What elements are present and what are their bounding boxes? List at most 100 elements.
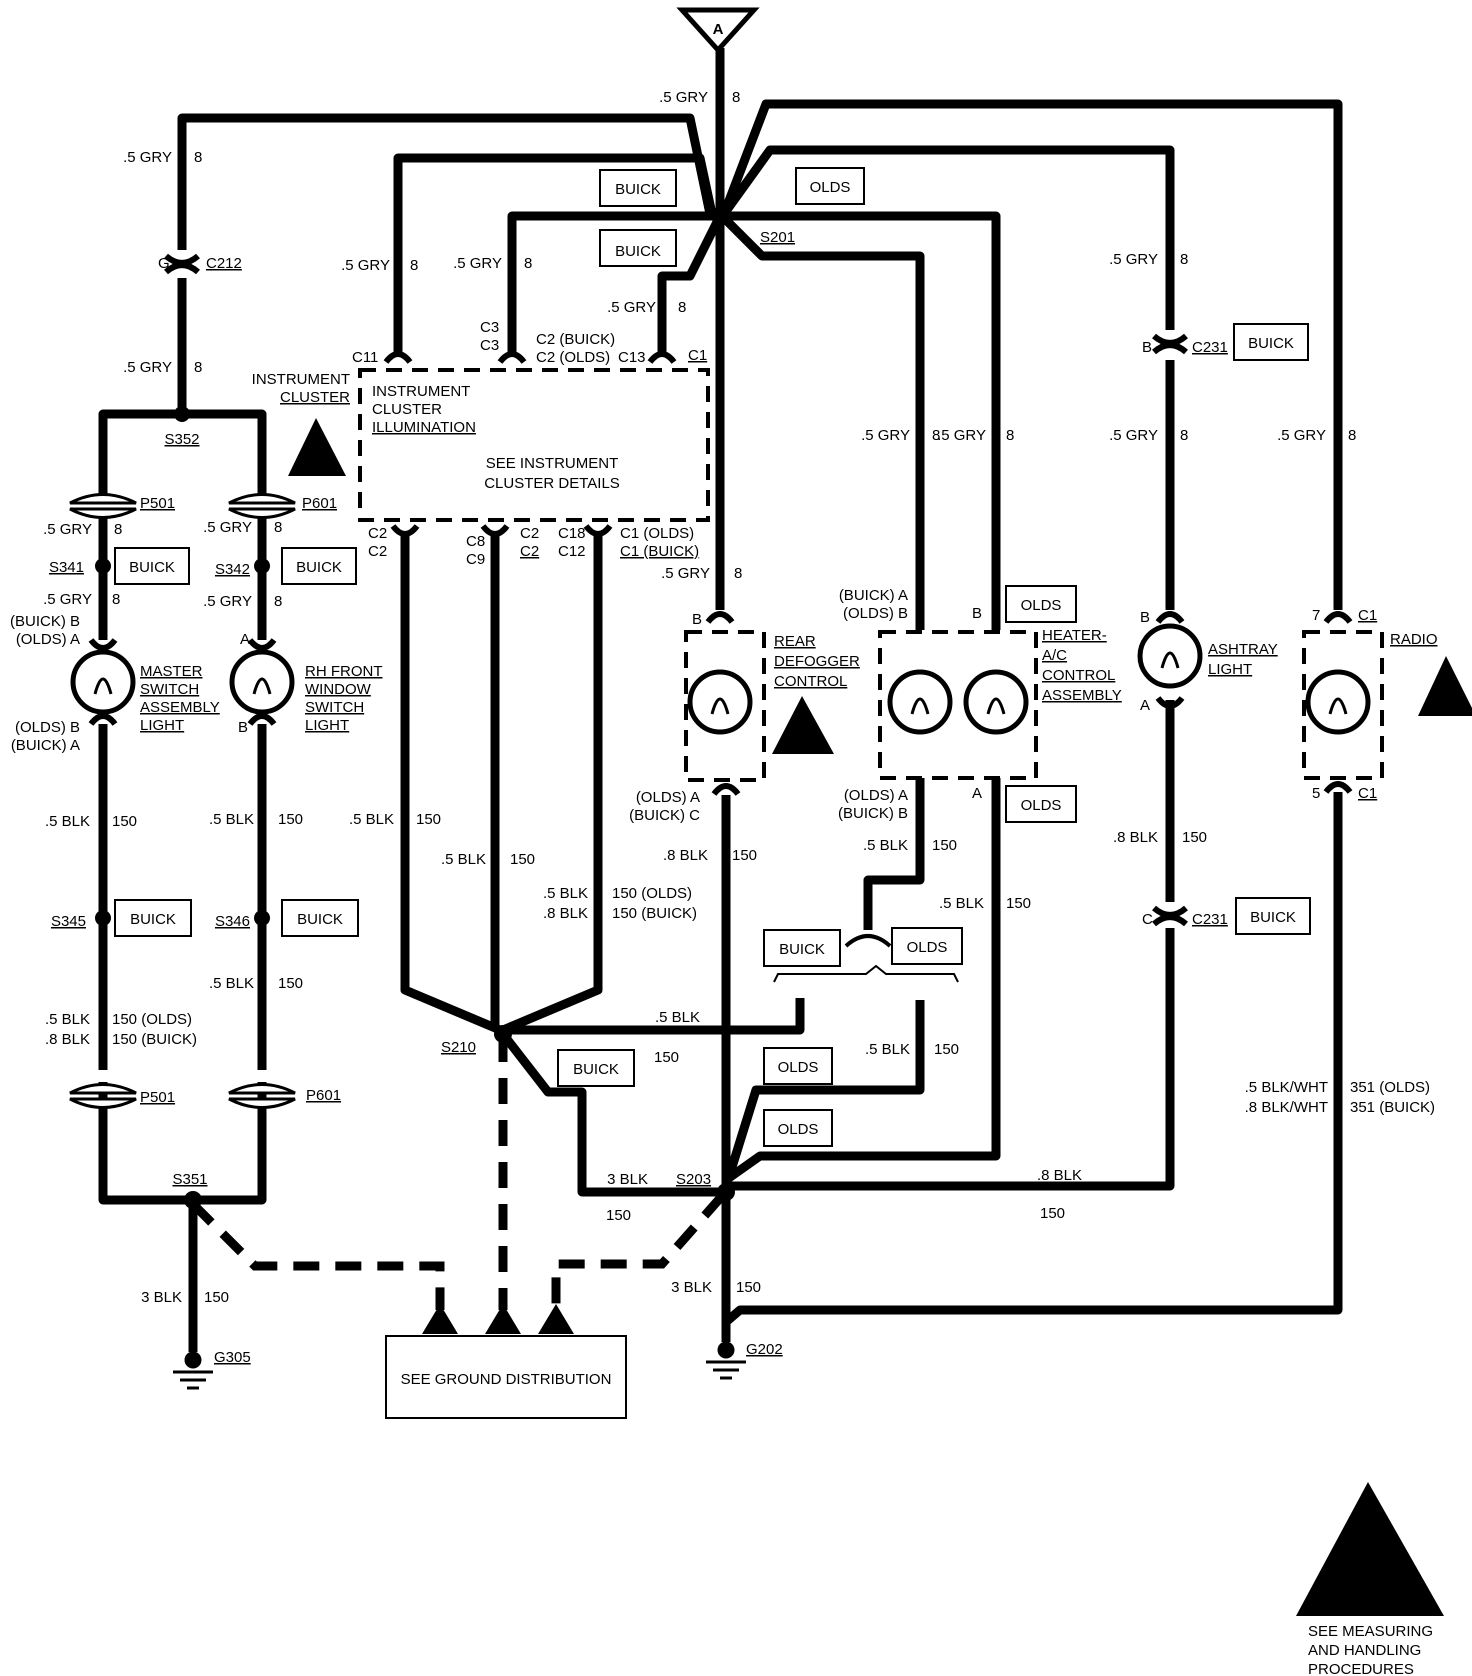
lbl-ci-2: CLUSTER [372, 401, 442, 418]
dashed-ground-paths [189, 1036, 726, 1334]
node-s203 [717, 1183, 735, 1201]
lbl-blk3-g305: 3 BLK [141, 1289, 182, 1306]
olds-box-heater-top: OLDS [1021, 597, 1062, 614]
lbl-ms-3: ASSEMBLY [140, 699, 220, 716]
lbl-150-rear: 150 [732, 847, 757, 864]
lbl-351-buick: 351 (BUICK) [1350, 1099, 1435, 1116]
buick-box-s342: BUICK [296, 559, 342, 576]
lbl-8-ashtray: 8 [1180, 427, 1188, 444]
esd-cluster-icon [288, 418, 346, 476]
dash-s203 [551, 1193, 726, 1310]
lbl-8-s342: 8 [274, 593, 282, 610]
lbl-gry-ashtray: .5 GRY [1109, 427, 1158, 444]
lbl-heater-top-buick: (BUICK) A [839, 587, 908, 604]
lbl-150-c8: 150 [510, 851, 535, 868]
lbl-8-s341: 8 [112, 591, 120, 608]
lbl-8-c231: 8 [1180, 251, 1188, 268]
connectors [88, 253, 1353, 927]
lbl-gry-left: .5 GRY [123, 149, 172, 166]
olds-box-1: OLDS [810, 179, 851, 196]
labels: .5 GRY 8 .5 GRY 8 G C212 .5 GRY 8 S352 .… [10, 89, 1438, 1676]
arrow-2 [485, 1304, 521, 1334]
lbl-rh-4: LIGHT [305, 717, 349, 734]
buick-box-ground-choice: BUICK [779, 941, 825, 958]
bulb-ashtray-icon [1137, 623, 1203, 689]
lbl-radio-c1-top: C1 [1358, 607, 1377, 624]
lbl-blk-s210: .5 BLK [655, 1009, 700, 1026]
node-s352 [174, 406, 190, 422]
wire-heater-gnd-b [723, 778, 1001, 1184]
lbl-rear-bot-olds: (OLDS) A [636, 789, 700, 806]
wires [98, 48, 1343, 1352]
lbl-cd-2: CLUSTER DETAILS [484, 475, 620, 492]
lbl-p601-bot: P601 [306, 1087, 341, 1104]
lbl-blkwht5: .5 BLK/WHT [1245, 1079, 1328, 1096]
lbl-rd-1: REAR [774, 633, 816, 650]
lbl-150-olds-gnd: 150 [934, 1041, 959, 1058]
lbl-rh-top: A [240, 631, 250, 648]
lbl-c212-pin: G [158, 255, 170, 272]
lbl-rd-3: CONTROL [774, 673, 847, 690]
lbl-150-buick-s345: 150 (BUICK) [112, 1031, 197, 1048]
bulb-rh-icon [229, 649, 295, 715]
buick-box-s210: BUICK [573, 1061, 619, 1078]
lbl-ashtray-top: B [1140, 609, 1150, 626]
lbl-blkwht8: .8 BLK/WHT [1245, 1099, 1328, 1116]
node-s345 [95, 910, 111, 926]
lbl-c11: C11 [352, 349, 378, 366]
ground-distribution-box [385, 1335, 627, 1419]
lbl-at-2: LIGHT [1208, 661, 1252, 678]
lbl-150-c2: 150 [416, 811, 441, 828]
wire-s352-branches [98, 409, 267, 500]
lbl-8-c13: 8 [678, 299, 686, 316]
lbl-gry-c212: .5 GRY [123, 359, 172, 376]
buick-box-s346: BUICK [297, 911, 343, 928]
ground-symbols [173, 1341, 746, 1390]
buick-box-2: BUICK [615, 243, 661, 260]
ground-distribution-label: SEE GROUND DISTRIBUTION [401, 1371, 612, 1388]
passthrough-connectors [69, 493, 296, 1109]
lbl-ha-4: ASSEMBLY [1042, 687, 1122, 704]
lbl-ci-1: INSTRUMENT [372, 383, 470, 400]
buick-box-c231-top: BUICK [1248, 335, 1294, 352]
wire-to-c3 [507, 211, 716, 352]
lbl-c1-olds: C1 (OLDS) [620, 525, 694, 542]
option-boxes: BUICK BUICK OLDS BUICK BUICK BUICK BUICK… [114, 167, 1311, 1147]
wire-s210-buick [503, 998, 805, 1035]
wire-heater-b [728, 211, 1001, 630]
lbl-8-p501: 8 [114, 521, 122, 538]
esd-rear-icon [772, 696, 834, 754]
lbl-ci-3: ILLUMINATION [372, 419, 476, 436]
lbl-150-heater-b: 150 [1006, 895, 1031, 912]
bulb-master-icon [70, 649, 136, 715]
lbl-c13: C13 [618, 349, 646, 366]
lbl-at-1: ASHTRAY [1208, 641, 1278, 658]
lbl-gry-c3: .5 GRY [453, 255, 502, 272]
bulb-heater-a-icon [887, 669, 953, 735]
lbl-gry-heater-b: .5 GRY [937, 427, 986, 444]
splice-nodes [95, 207, 735, 1209]
lbl-ms-4: LIGHT [140, 717, 184, 734]
lbl-master-bot-buick: (BUICK) A [11, 737, 80, 754]
lbl-rh-3: SWITCH [305, 699, 364, 716]
esd-radio-icon [1418, 656, 1472, 716]
lbl-gry-s341: .5 GRY [43, 591, 92, 608]
buick-box-1: BUICK [615, 181, 661, 198]
lbl-radio-pin7: 7 [1312, 607, 1320, 624]
lbl-blk-s346: .5 BLK [209, 975, 254, 992]
lbl-s352: S352 [164, 431, 199, 448]
lbl-rh-2: WINDOW [305, 681, 372, 698]
feed-triangle: A [676, 7, 760, 54]
lbl-150-g202: 150 [736, 1279, 761, 1296]
option-brace [773, 964, 959, 983]
bulb-heater-b-icon [963, 669, 1029, 735]
lbl-blk-heater: .5 BLK [863, 837, 908, 854]
lbl-150-buick-c18: 150 (BUICK) [612, 905, 697, 922]
lbl-blk-heater-b: .5 BLK [939, 895, 984, 912]
node-s342 [254, 558, 270, 574]
lbl-c8: C8 [466, 533, 485, 550]
lbl-c3a: C3 [480, 319, 499, 336]
lbl-blk3-g202: 3 BLK [671, 1279, 712, 1296]
crossover-icon [844, 934, 892, 948]
